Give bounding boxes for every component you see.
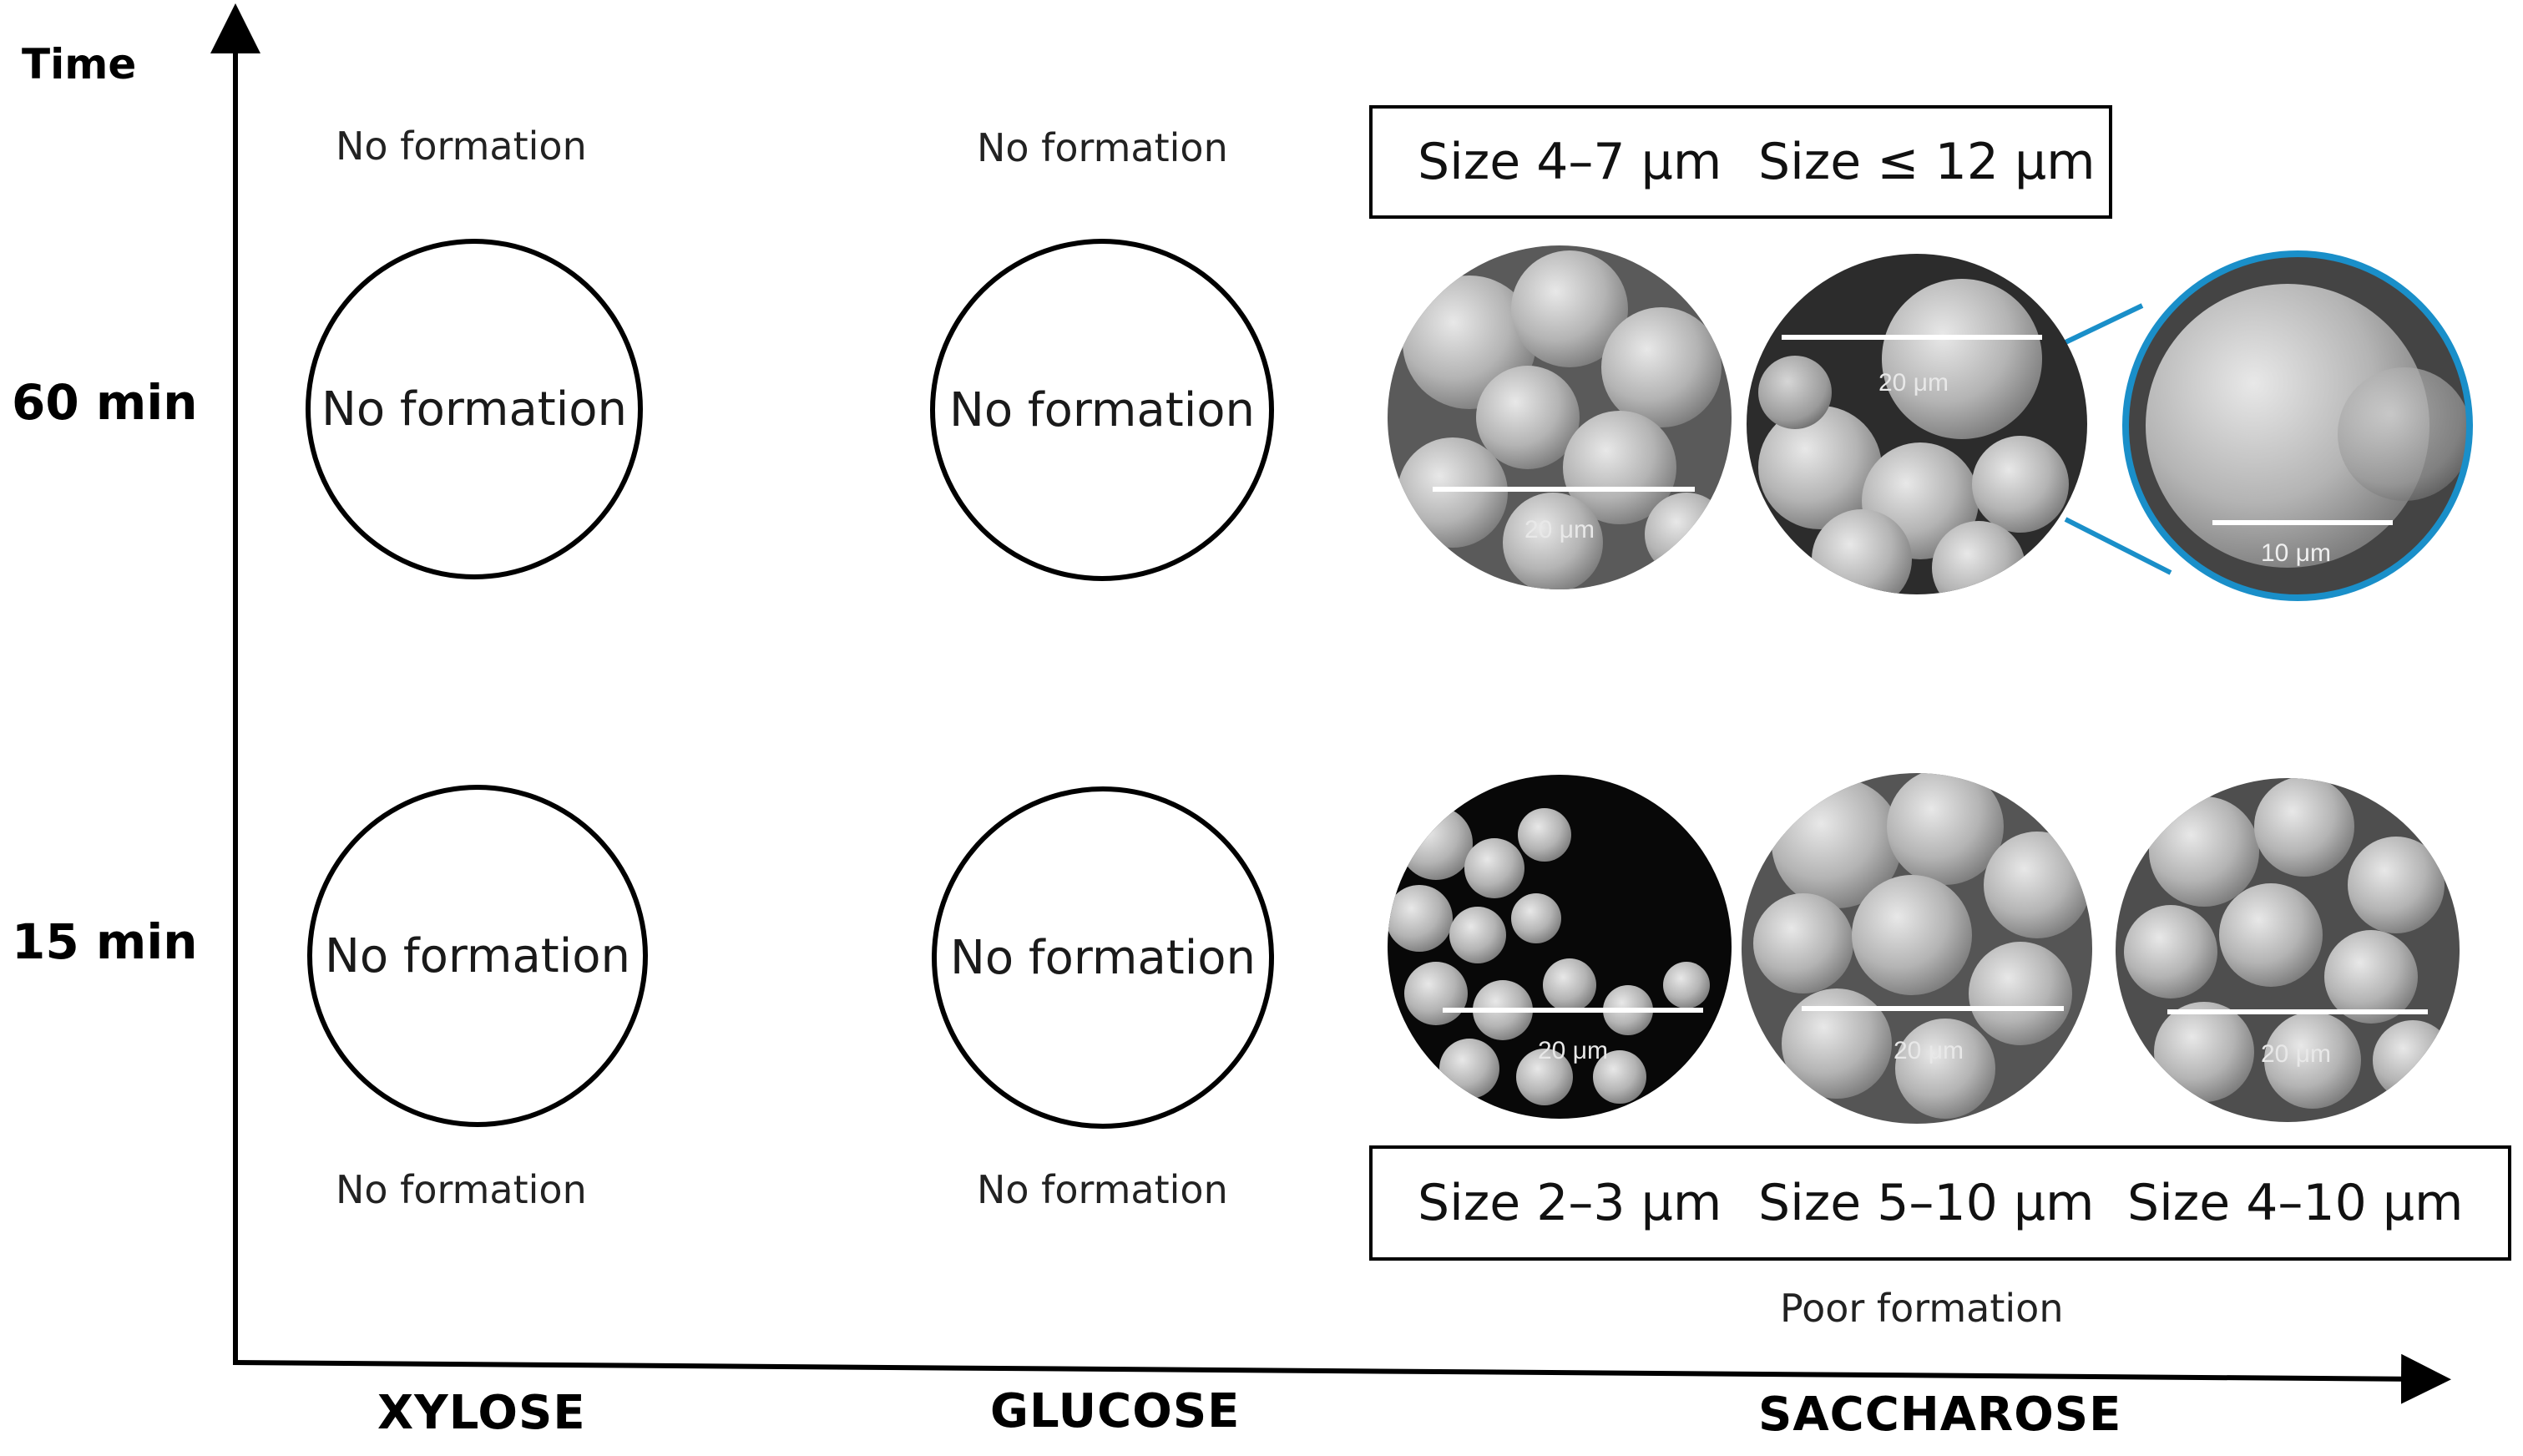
saccharose-60-size-2: Size ≤ 12 μm: [1758, 133, 2096, 191]
sem-image-60-2-scale: 20 μm: [1878, 369, 1949, 397]
row-label-60-min: 60 min: [12, 374, 198, 431]
xylose-60-circle-text: No formation: [321, 382, 628, 437]
row-label-15-min: 15 min: [12, 913, 198, 970]
saccharose-15-size-1: Size 2–3 μm: [1418, 1174, 1722, 1232]
xylose-15-circle: No formation: [307, 785, 648, 1127]
sem-image-60-1: 20 μm: [1388, 245, 1732, 589]
y-axis-title: Time: [22, 40, 137, 88]
zoom-connector-top: [2064, 303, 2144, 345]
glucose-60-note: No formation: [977, 125, 1228, 170]
column-label-glucose: GLUCOSE: [990, 1384, 1241, 1438]
sem-image-15-3: 20 μm: [2116, 778, 2460, 1122]
saccharose-15-size-3: Size 4–10 μm: [2127, 1174, 2464, 1232]
glucose-15-note: No formation: [977, 1167, 1228, 1212]
xylose-60-note: No formation: [336, 124, 587, 169]
sem-image-15-1: 20 μm: [1388, 775, 1732, 1119]
column-label-saccharose: SACCHAROSE: [1758, 1388, 2122, 1442]
sem-image-60-2: 20 μm: [1747, 254, 2087, 594]
xylose-60-circle: No formation: [306, 239, 643, 579]
x-axis: [232, 1353, 2451, 1404]
glucose-15-circle-text: No formation: [949, 930, 1256, 985]
sem-image-15-3-scale: 20 μm: [2261, 1040, 2331, 1068]
zoom-connector-bottom: [2064, 517, 2172, 575]
xylose-15-circle-text: No formation: [324, 928, 631, 983]
saccharose-15-size-2: Size 5–10 μm: [1758, 1174, 2095, 1232]
saccharose-60-size-box: Size 4–7 μm Size ≤ 12 μm: [1369, 105, 2112, 219]
glucose-15-circle: No formation: [932, 786, 1274, 1129]
sem-image-15-1-scale: 20 μm: [1538, 1037, 1608, 1064]
sem-image-60-zoom: 10 μm: [2126, 254, 2470, 598]
sem-image-60-zoom-scale: 10 μm: [2261, 539, 2331, 567]
glucose-60-circle-text: No formation: [948, 382, 1256, 437]
column-label-xylose: XYLOSE: [377, 1386, 586, 1440]
glucose-60-circle: No formation: [930, 239, 1274, 581]
saccharose-15-note: Poor formation: [1780, 1286, 2064, 1331]
sem-image-15-2-scale: 20 μm: [1894, 1037, 1964, 1064]
zoom-ring: [2122, 250, 2473, 601]
sem-image-15-2: 20 μm: [1742, 773, 2092, 1124]
saccharose-15-size-box: Size 2–3 μm Size 5–10 μm Size 4–10 μm: [1369, 1145, 2511, 1261]
xylose-15-note: No formation: [336, 1167, 587, 1212]
sem-image-60-1-scale: 20 μm: [1524, 516, 1595, 543]
saccharose-60-size-1: Size 4–7 μm: [1418, 133, 1722, 191]
